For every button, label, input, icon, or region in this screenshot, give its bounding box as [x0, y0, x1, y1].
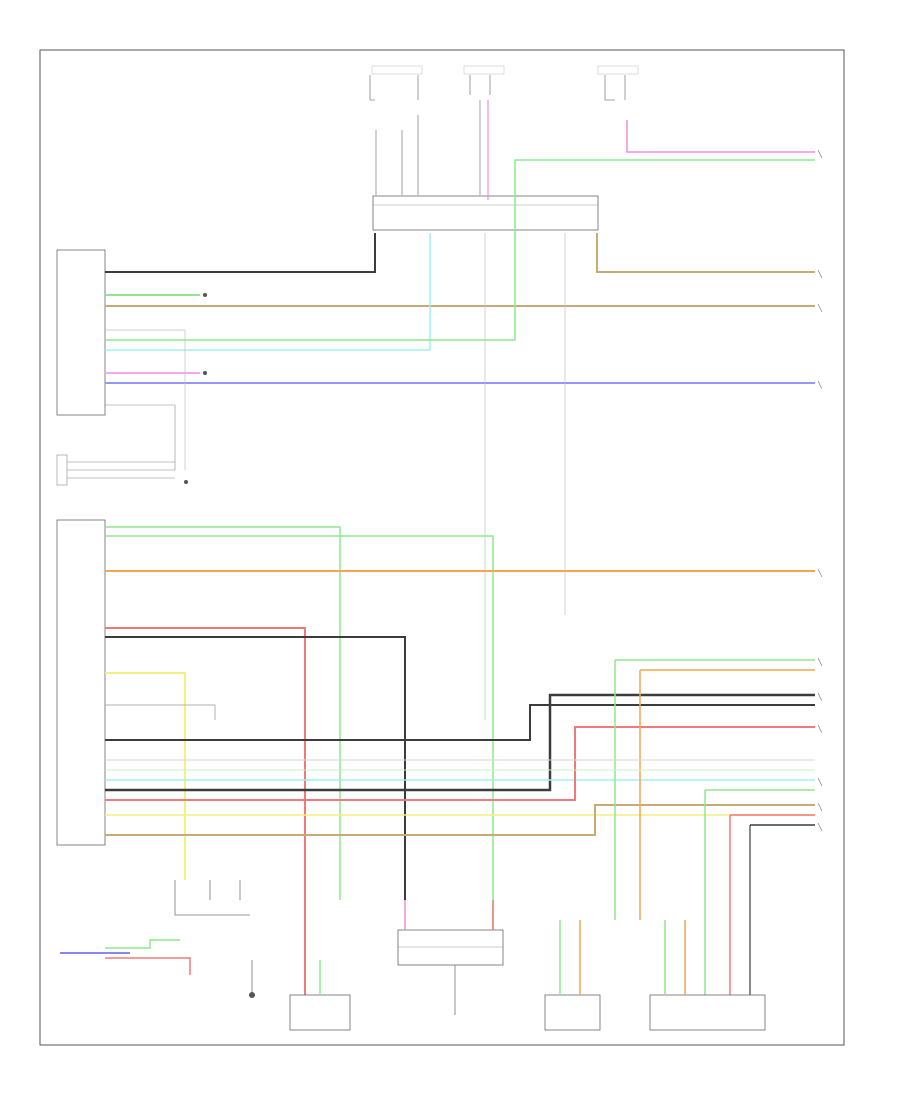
- wire-green-junction: [105, 159, 680, 341]
- wire-red-2: [105, 726, 815, 801]
- wire-green-lower-1: [105, 526, 341, 900]
- wire-black-2: [105, 704, 815, 741]
- lower-left-wires: [60, 880, 250, 975]
- ground-point-left: [249, 992, 255, 998]
- diagram-border: [39, 49, 845, 1046]
- upper-thin-wires: [105, 233, 566, 720]
- wire-tan-junction: [596, 233, 815, 273]
- front-speaker-left-box: [544, 994, 601, 1031]
- center-connector-block: [372, 195, 599, 231]
- terminal-ticks: [817, 149, 823, 832]
- upper-wires: [105, 100, 815, 384]
- wire-black-upper: [105, 233, 376, 273]
- bottom-box-wires: [319, 900, 686, 1015]
- wire-green-lower-2: [105, 535, 494, 935]
- wire-lightblue-upper: [105, 233, 431, 351]
- steering-switch-box: [289, 994, 351, 1031]
- ecu-main-connector: [56, 519, 106, 846]
- wire-yellow-1: [105, 672, 186, 880]
- wire-red-1: [105, 627, 306, 995]
- wire-tan-lower: [105, 804, 815, 836]
- top-stub-labels: [371, 65, 639, 75]
- splice-point: [184, 480, 188, 484]
- rear-speaker-right-box: [649, 994, 766, 1031]
- splice-green: [203, 293, 207, 297]
- wire-gray-1: [105, 704, 216, 720]
- splice-violet: [203, 371, 207, 375]
- top-power-sources: [369, 75, 626, 195]
- lower-wires: [105, 526, 815, 995]
- inline-connector-left: [56, 404, 176, 486]
- wire-black-1: [105, 636, 406, 900]
- wire-pink-top: [626, 120, 815, 153]
- antenna-amplifier-box: [397, 929, 504, 966]
- wire-black-3: [105, 693, 815, 792]
- navigation-unit-connector: [56, 249, 106, 416]
